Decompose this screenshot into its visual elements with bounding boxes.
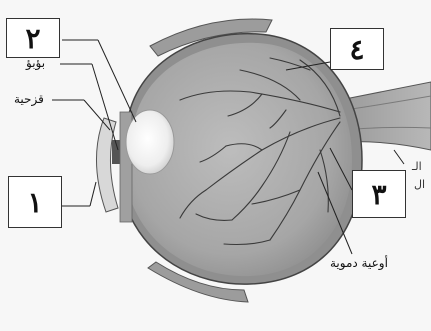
cornea [96, 118, 118, 212]
label-box-3: ٣ [352, 170, 406, 218]
label-blood-vessels: أوعية دموية [330, 256, 388, 270]
label-box-1: ١ [8, 176, 62, 228]
label-number-2: ٢ [25, 22, 40, 55]
label-box-2: ٢ [6, 18, 60, 58]
label-box-4: ٤ [330, 28, 384, 70]
lens [126, 110, 174, 174]
label-number-1: ١ [27, 186, 42, 219]
label-number-3: ٣ [371, 178, 386, 211]
edge-text-2: ال [414, 178, 425, 191]
label-number-4: ٤ [349, 33, 364, 66]
edge-text-1: الـ [412, 160, 422, 173]
label-iris: قزحية [14, 92, 44, 106]
label-pupil: بؤبؤ [26, 56, 45, 70]
